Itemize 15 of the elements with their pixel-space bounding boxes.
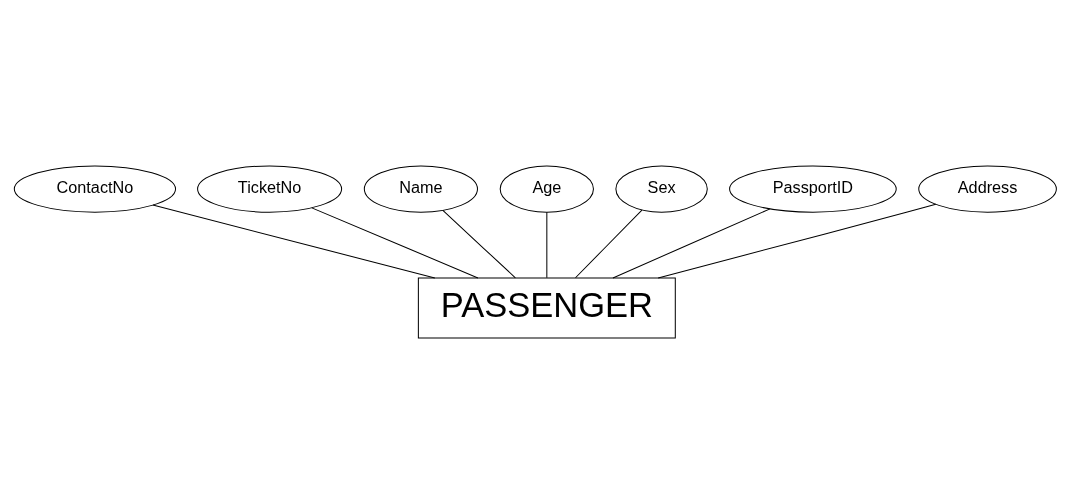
node-ellipse: Sex	[615, 165, 708, 213]
node-ellipse: Address	[918, 165, 1057, 213]
node-ellipse: Name	[363, 165, 478, 213]
node-ellipse: TicketNo	[197, 165, 343, 213]
connector	[575, 209, 643, 279]
connector	[442, 209, 516, 279]
connector	[612, 208, 771, 279]
node-ellipse: ContactNo	[13, 165, 177, 213]
node-ellipse: PassportID	[729, 165, 897, 213]
connector	[311, 207, 479, 279]
node-box: PASSENGER	[417, 277, 676, 339]
node-ellipse: Age	[499, 165, 594, 213]
connector	[657, 203, 937, 279]
connector	[152, 204, 436, 279]
connector	[546, 211, 548, 279]
